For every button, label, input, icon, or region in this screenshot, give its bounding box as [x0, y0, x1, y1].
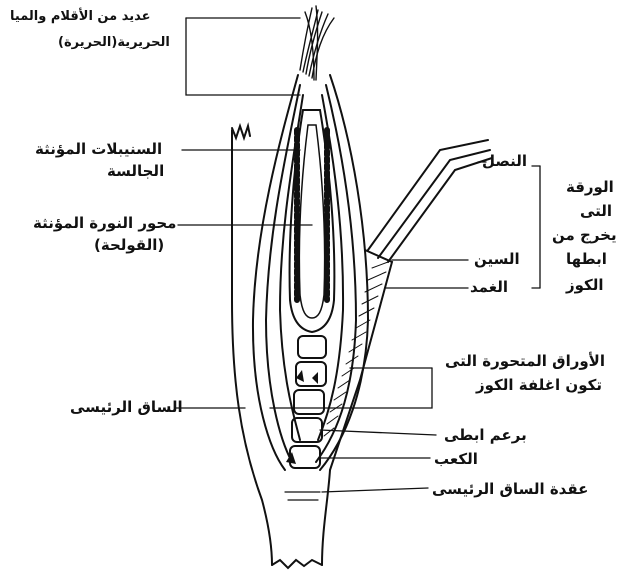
leaf-sheath	[329, 139, 493, 471]
kernel-rows	[294, 127, 330, 303]
label-leaf-title-4: ابطها	[566, 250, 607, 268]
label-axis-2: (القولحة)	[94, 236, 165, 254]
label-modified-leaves-2: تكون اغلفة الكوز	[476, 376, 602, 394]
label-stem-node: عقدة الساق الرئيسى	[432, 480, 589, 498]
label-silks-2: الحريرية(الحريرة)	[58, 35, 170, 50]
label-ligule: السين	[474, 250, 520, 268]
label-axillary-bud: برعم ابطى	[444, 426, 527, 444]
silks-drawing	[299, 5, 335, 81]
main-stem	[231, 122, 331, 570]
label-leaf-title-5: الكوز	[566, 276, 604, 294]
shank-arrows	[286, 370, 318, 464]
label-axis-1: محور النورة المؤنثة	[33, 214, 177, 232]
label-spikelets-2: الجالسة	[107, 162, 165, 180]
label-spikelets-1: السنيبلات المؤنثة	[35, 140, 163, 158]
leader-lines	[174, 17, 541, 493]
label-modified-leaves-1: الأوراق المتحورة التى	[445, 352, 605, 370]
stem-node-marks	[284, 491, 321, 501]
label-leaf-title-3: يخرج من	[552, 226, 617, 244]
label-blade: النصل	[482, 152, 528, 170]
label-silks-1: عديد من الأقلام والميا	[10, 9, 151, 24]
shank-segments	[289, 335, 327, 469]
label-leaf-title-2: التى	[580, 202, 613, 220]
cob-axis	[288, 109, 336, 334]
label-sheath: الغمد	[470, 278, 508, 296]
label-main-stem: الساق الرئيسى	[70, 398, 183, 416]
label-shank: الكعب	[434, 450, 478, 468]
label-leaf-title-1: الورقة	[566, 178, 614, 196]
